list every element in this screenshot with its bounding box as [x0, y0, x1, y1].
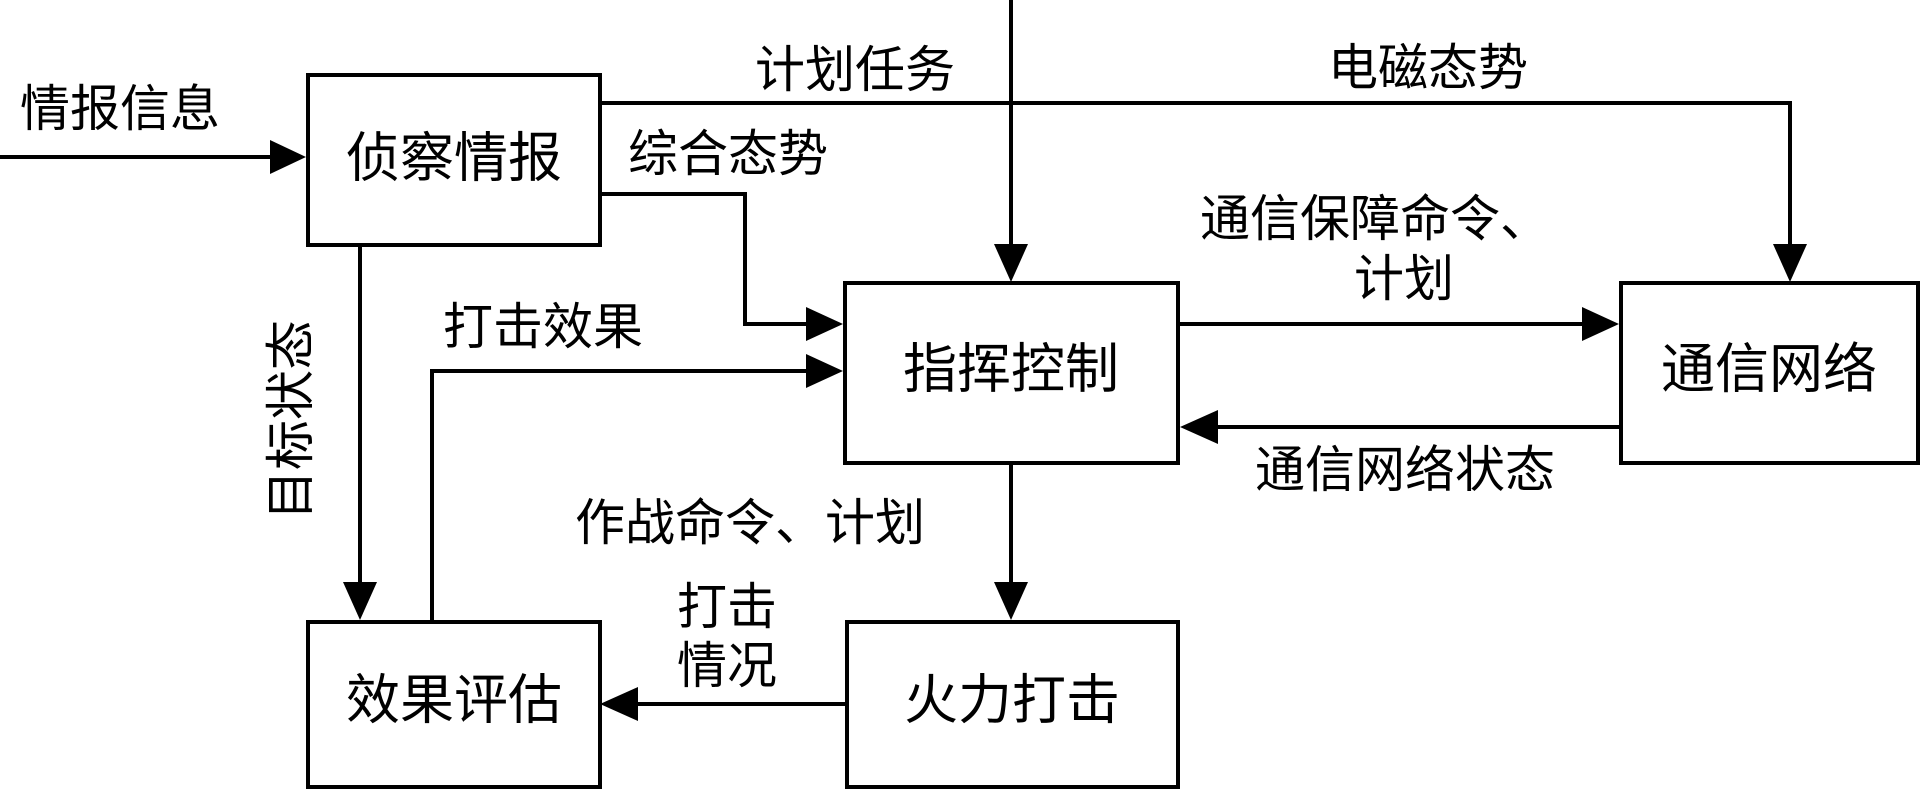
- label-strike-line2: 情况: [677, 637, 777, 695]
- node-assessment-label: 效果评估: [346, 669, 562, 732]
- label-plan-task: 计划任务: [755, 41, 955, 99]
- edge-plan-task-to-command: [994, 0, 1028, 282]
- label-strike-effect: 打击效果: [443, 298, 643, 356]
- label-strike-line1: 打击: [677, 578, 777, 636]
- label-comm-order-line2: 计划: [1354, 250, 1454, 308]
- label-integrated-situation: 综合态势: [628, 125, 828, 183]
- edge-target-state: [343, 247, 377, 620]
- edge-intel-to-recon: [0, 140, 306, 174]
- edge-strike-status: [600, 687, 845, 721]
- label-network-state: 通信网络状态: [1255, 441, 1555, 499]
- edge-combat-order: [994, 465, 1028, 620]
- label-comm-order-line1: 通信保障命令、: [1200, 190, 1550, 248]
- edge-em-situation: [600, 101, 1807, 282]
- node-assessment: 效果评估: [306, 620, 602, 789]
- label-combat-order: 作战命令、计划: [575, 494, 925, 552]
- node-fire: 火力打击: [845, 620, 1180, 789]
- label-target-state: 目标状态: [262, 320, 320, 520]
- node-recon-label: 侦察情报: [346, 127, 562, 190]
- node-network-label: 通信网络: [1661, 338, 1877, 401]
- node-fire-label: 火力打击: [904, 669, 1120, 732]
- edge-integrated-situation: [600, 192, 843, 341]
- edge-network-state: [1180, 410, 1619, 444]
- node-network: 通信网络: [1619, 281, 1920, 465]
- label-em-situation: 电磁态势: [1328, 39, 1528, 97]
- edge-strike-effect: [430, 354, 843, 620]
- edge-comm-order: [1180, 307, 1619, 341]
- node-recon: 侦察情报: [306, 73, 602, 247]
- label-intel-info: 情报信息: [20, 80, 220, 138]
- node-command: 指挥控制: [843, 281, 1180, 465]
- node-command-label: 指挥控制: [903, 338, 1119, 401]
